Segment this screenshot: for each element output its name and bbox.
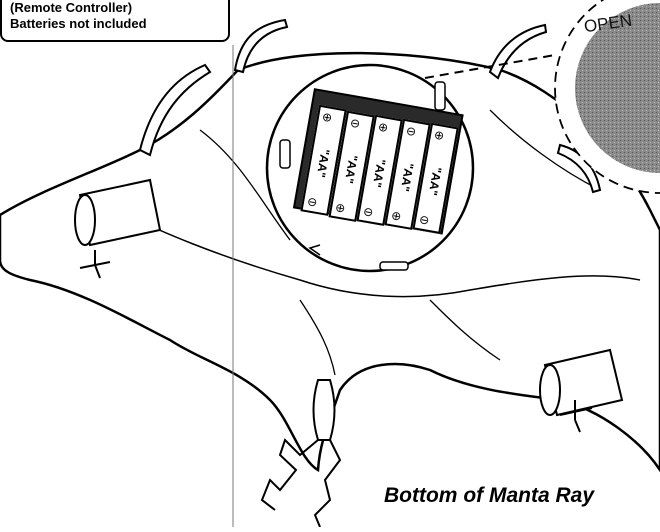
leg-top-left bbox=[138, 63, 212, 157]
compartment-arrow bbox=[308, 244, 321, 256]
compartment-clip-top bbox=[434, 81, 446, 111]
compartment-clip-bottom bbox=[379, 261, 409, 271]
notice-line-1: (Remote Controller) bbox=[10, 0, 133, 15]
leg-upper-left bbox=[233, 18, 289, 74]
battery-tray bbox=[292, 88, 464, 235]
right-propeller bbox=[559, 400, 593, 433]
body-contour-4 bbox=[299, 299, 336, 376]
open-inset-disc bbox=[575, 3, 660, 173]
body-contour bbox=[99, 199, 641, 298]
left-propeller bbox=[79, 250, 111, 279]
leg-top-right bbox=[488, 23, 548, 80]
compartment-clip-left bbox=[279, 139, 291, 169]
body-contour-3 bbox=[489, 109, 601, 191]
body-contour-5 bbox=[429, 299, 501, 361]
claw-right bbox=[313, 439, 342, 528]
tail bbox=[312, 379, 336, 441]
claw-left bbox=[260, 438, 319, 511]
notice-line-2: Batteries not included bbox=[10, 16, 147, 31]
diagram-caption: Bottom of Manta Ray bbox=[384, 484, 594, 507]
inset-leader-line bbox=[424, 54, 556, 79]
battery-notice-box: (Remote Controller) Batteries not includ… bbox=[0, 0, 230, 42]
body-contour-2 bbox=[199, 129, 291, 241]
